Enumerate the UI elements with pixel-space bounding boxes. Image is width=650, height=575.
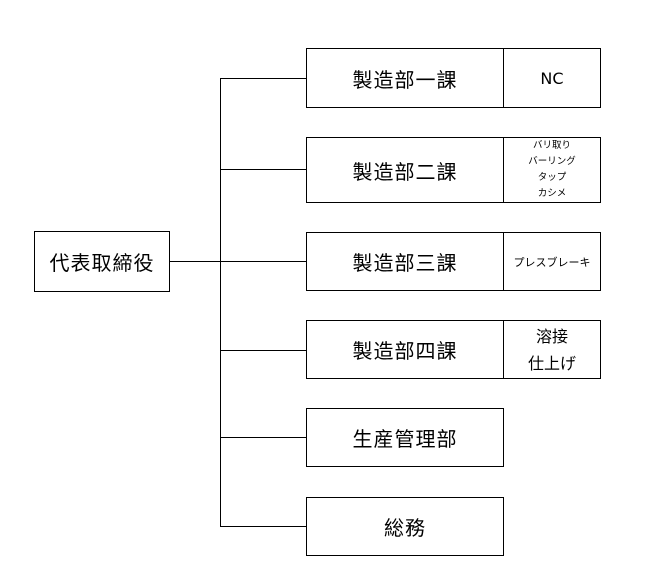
dept-label: 生産管理部	[352, 427, 458, 451]
dept-label: 総務	[384, 516, 426, 540]
task-node-2: バリ取り バーリング タップ カシメ	[503, 137, 601, 203]
dept-node-5: 生産管理部	[306, 408, 504, 467]
task-label: プレスブレーキ	[513, 255, 591, 269]
task-label: バーリング	[528, 156, 576, 167]
task-label: カシメ	[537, 188, 567, 199]
dept-node-6: 総務	[306, 497, 504, 556]
task-label: 仕上げ	[527, 353, 576, 373]
connector-branch-2	[220, 169, 306, 170]
ceo-node: 代表取締役	[34, 231, 170, 292]
connector-branch-5	[220, 437, 306, 438]
task-node-1: NC	[503, 48, 601, 108]
connector-ceo-to-trunk	[169, 261, 221, 262]
task-node-3: プレスブレーキ	[503, 232, 601, 291]
dept-label: 製造部四課	[352, 339, 458, 363]
connector-trunk	[220, 78, 221, 527]
ceo-label: 代表取締役	[49, 251, 155, 275]
dept-label: 製造部一課	[352, 67, 458, 92]
connector-branch-4	[220, 350, 306, 351]
dept-node-1: 製造部一課	[306, 48, 504, 108]
connector-branch-6	[220, 526, 306, 527]
dept-node-2: 製造部二課	[306, 137, 504, 203]
dept-label: 製造部三課	[352, 251, 458, 275]
task-label: NC	[540, 68, 564, 88]
task-node-4: 溶接 仕上げ	[503, 320, 601, 379]
task-label: バリ取り	[532, 140, 571, 151]
dept-node-3: 製造部三課	[306, 232, 504, 291]
connector-branch-1	[220, 78, 306, 79]
task-label: タップ	[537, 172, 567, 183]
task-label: 溶接	[535, 326, 568, 346]
dept-node-4: 製造部四課	[306, 320, 504, 379]
dept-label: 製造部二課	[352, 159, 458, 184]
connector-branch-3	[220, 261, 306, 262]
